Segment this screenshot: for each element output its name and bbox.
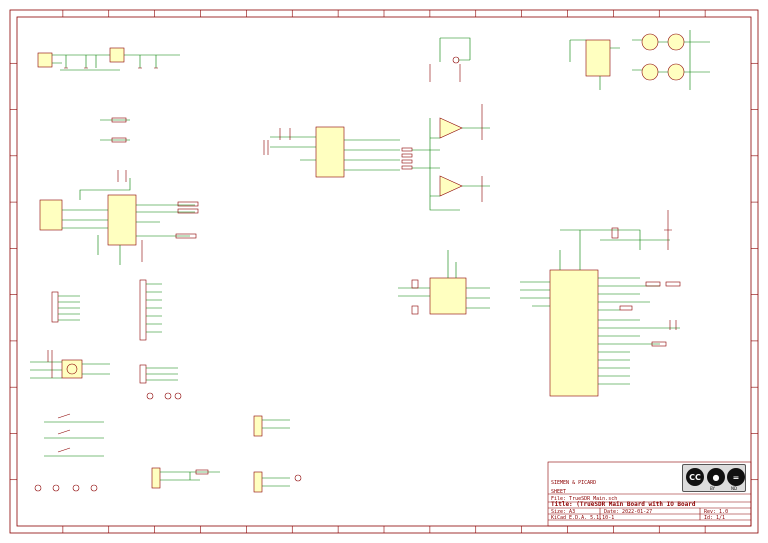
encoder-block — [30, 350, 182, 400]
cc-license-badge: CC ● = BY ND — [682, 464, 746, 492]
outer-frame — [9, 9, 759, 534]
sheet-name: SHEET — [551, 489, 567, 495]
sheet-id: Id: 1/1 — [704, 515, 726, 521]
revision: Rev: 1.0 — [704, 509, 729, 515]
codec-block — [39, 170, 199, 265]
cc-icon: CC — [686, 468, 704, 486]
schematic-title: Title: (TrueSDR Main Board with IO Board — [551, 501, 696, 508]
kicad-version: KiCad E.D.A. 5.1.10-1 — [551, 515, 615, 521]
mixer-block — [263, 104, 490, 211]
by-label: BY — [710, 486, 715, 491]
transistor-block — [569, 30, 710, 90]
frame-ticks — [10, 10, 758, 533]
inner-frame — [16, 16, 752, 527]
power-label-group — [100, 117, 130, 143]
switch-group — [34, 413, 104, 492]
mcu-block — [520, 210, 681, 397]
connector-list — [51, 279, 162, 341]
bottom-connectors — [151, 415, 302, 493]
file-name: File: TrueSDR_Main.sch — [551, 496, 618, 502]
sheet-date: Date: 2022-01-27 — [604, 509, 653, 515]
center-ic-block — [398, 250, 490, 315]
by-icon: ● — [707, 468, 725, 486]
nd-icon: = — [727, 468, 745, 486]
top-center-block — [429, 37, 471, 82]
nd-label: ND — [731, 486, 738, 491]
title-block — [547, 461, 752, 527]
power-input-block — [37, 47, 180, 71]
company-name: SIEMEN & PICARD — [551, 480, 597, 486]
sheet-size: Size: A3 — [551, 509, 576, 515]
